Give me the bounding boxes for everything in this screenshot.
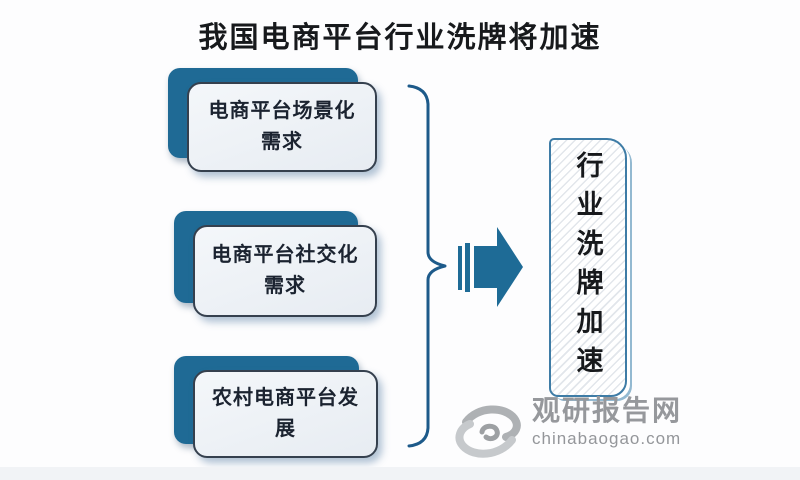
factor-box-front-layer: 电商平台场景化需求: [187, 82, 377, 172]
bottom-edge-strip: [0, 467, 800, 480]
result-box: 行业洗牌加速: [549, 138, 627, 397]
factor-box-front-layer: 电商平台社交化需求: [193, 225, 377, 317]
factor-box-front-layer: 农村电商平台发展: [193, 370, 378, 458]
factor-box-rural-development: 农村电商平台发展: [174, 356, 378, 458]
swirl-logo-icon: [452, 400, 526, 460]
page-title: 我国电商平台行业洗牌将加速: [198, 22, 602, 54]
factor-box-scenario-demand: 电商平台场景化需求: [168, 68, 377, 172]
factor-label: 电商平台社交化需求: [211, 244, 359, 297]
arrow-right-icon: [458, 227, 523, 307]
factor-label: 电商平台场景化需求: [208, 100, 356, 153]
factor-label: 农村电商平台发展: [212, 387, 359, 440]
watermark: 观研报告网 chinabaogao.com: [452, 394, 682, 460]
watermark-site-url: chinabaogao.com: [532, 428, 682, 448]
curly-brace-icon: [407, 84, 447, 448]
watermark-site-name: 观研报告网: [532, 395, 683, 426]
result-label: 行业洗牌加速: [572, 150, 603, 385]
factor-box-social-demand: 电商平台社交化需求: [174, 211, 377, 317]
watermark-text: 观研报告网 chinabaogao.com: [532, 394, 682, 449]
